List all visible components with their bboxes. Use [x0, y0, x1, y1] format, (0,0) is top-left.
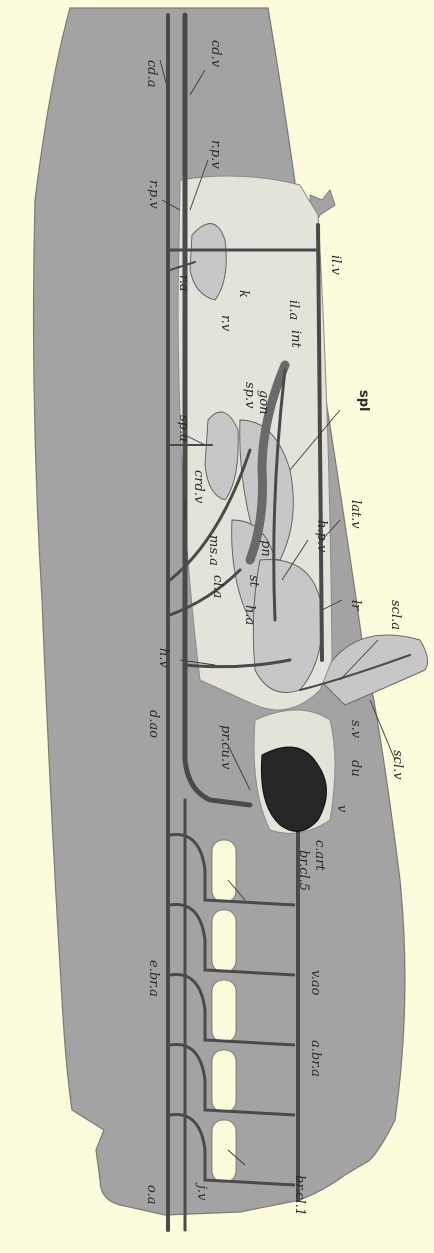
gill-cleft-2: [212, 1050, 236, 1112]
label-pr-cu-v: pr.cu.v: [218, 725, 233, 770]
gill-clefts: [212, 840, 236, 1182]
label-sp-v: sp.v: [242, 382, 257, 409]
label-cl-a: cl.a: [210, 575, 225, 598]
label-r-p-v-top: r.p.v: [208, 140, 223, 169]
label-r-p-v-left: r.p.v: [146, 180, 161, 209]
label-d-ao: d.ao: [146, 710, 161, 738]
label-h-a: h.a: [242, 605, 257, 625]
label-scl-a: scl.a: [388, 600, 403, 630]
label-cd-v: cd.v: [208, 40, 223, 68]
label-o-a: o.a: [144, 1185, 159, 1204]
label-br-cl-1: br.cl.1: [292, 1175, 307, 1216]
label-r-v: r.v: [218, 315, 233, 332]
label-c-art: c.art: [312, 840, 327, 871]
label-spl: spl: [356, 390, 371, 412]
label-pn: pn: [258, 540, 273, 557]
label-cd-a: cd.a: [144, 60, 159, 88]
label-lr: lr: [348, 600, 363, 611]
label-k: k: [236, 290, 251, 298]
gill-cleft-5: [212, 840, 236, 902]
label-h-v: h.v: [156, 648, 171, 669]
label-int: int: [288, 330, 303, 349]
label-ms-a: ms.a: [206, 535, 221, 566]
gill-cleft-1: [212, 1120, 236, 1182]
label-v: v: [334, 805, 349, 813]
label-j-v: j.v: [194, 1182, 209, 1201]
label-gon: gon: [256, 390, 271, 415]
label-sp-a: sp.a: [176, 415, 191, 442]
label-il-v: il.v: [328, 255, 343, 275]
label-lat-v: lat.v: [348, 500, 363, 529]
label-br-cl-5: br.cl.5: [296, 850, 311, 891]
label-du: du: [348, 760, 363, 777]
label-a-br-a: a.br.a: [308, 1040, 323, 1077]
label-h-p-v: h.p.v: [314, 520, 329, 553]
label-s-v: s.v: [348, 720, 363, 739]
label-e-br-a: e.br.a: [146, 960, 161, 997]
gill-cleft-4: [212, 910, 236, 972]
label-scl-v: scl.v: [390, 750, 405, 780]
gill-cleft-3: [212, 980, 236, 1042]
label-v-ao: v.ao: [308, 970, 323, 996]
label-st: st: [246, 575, 261, 588]
label-il-a: il.a: [286, 300, 301, 320]
label-crd-v: crd.v: [191, 470, 206, 504]
label-r-a: r.a: [176, 275, 191, 292]
